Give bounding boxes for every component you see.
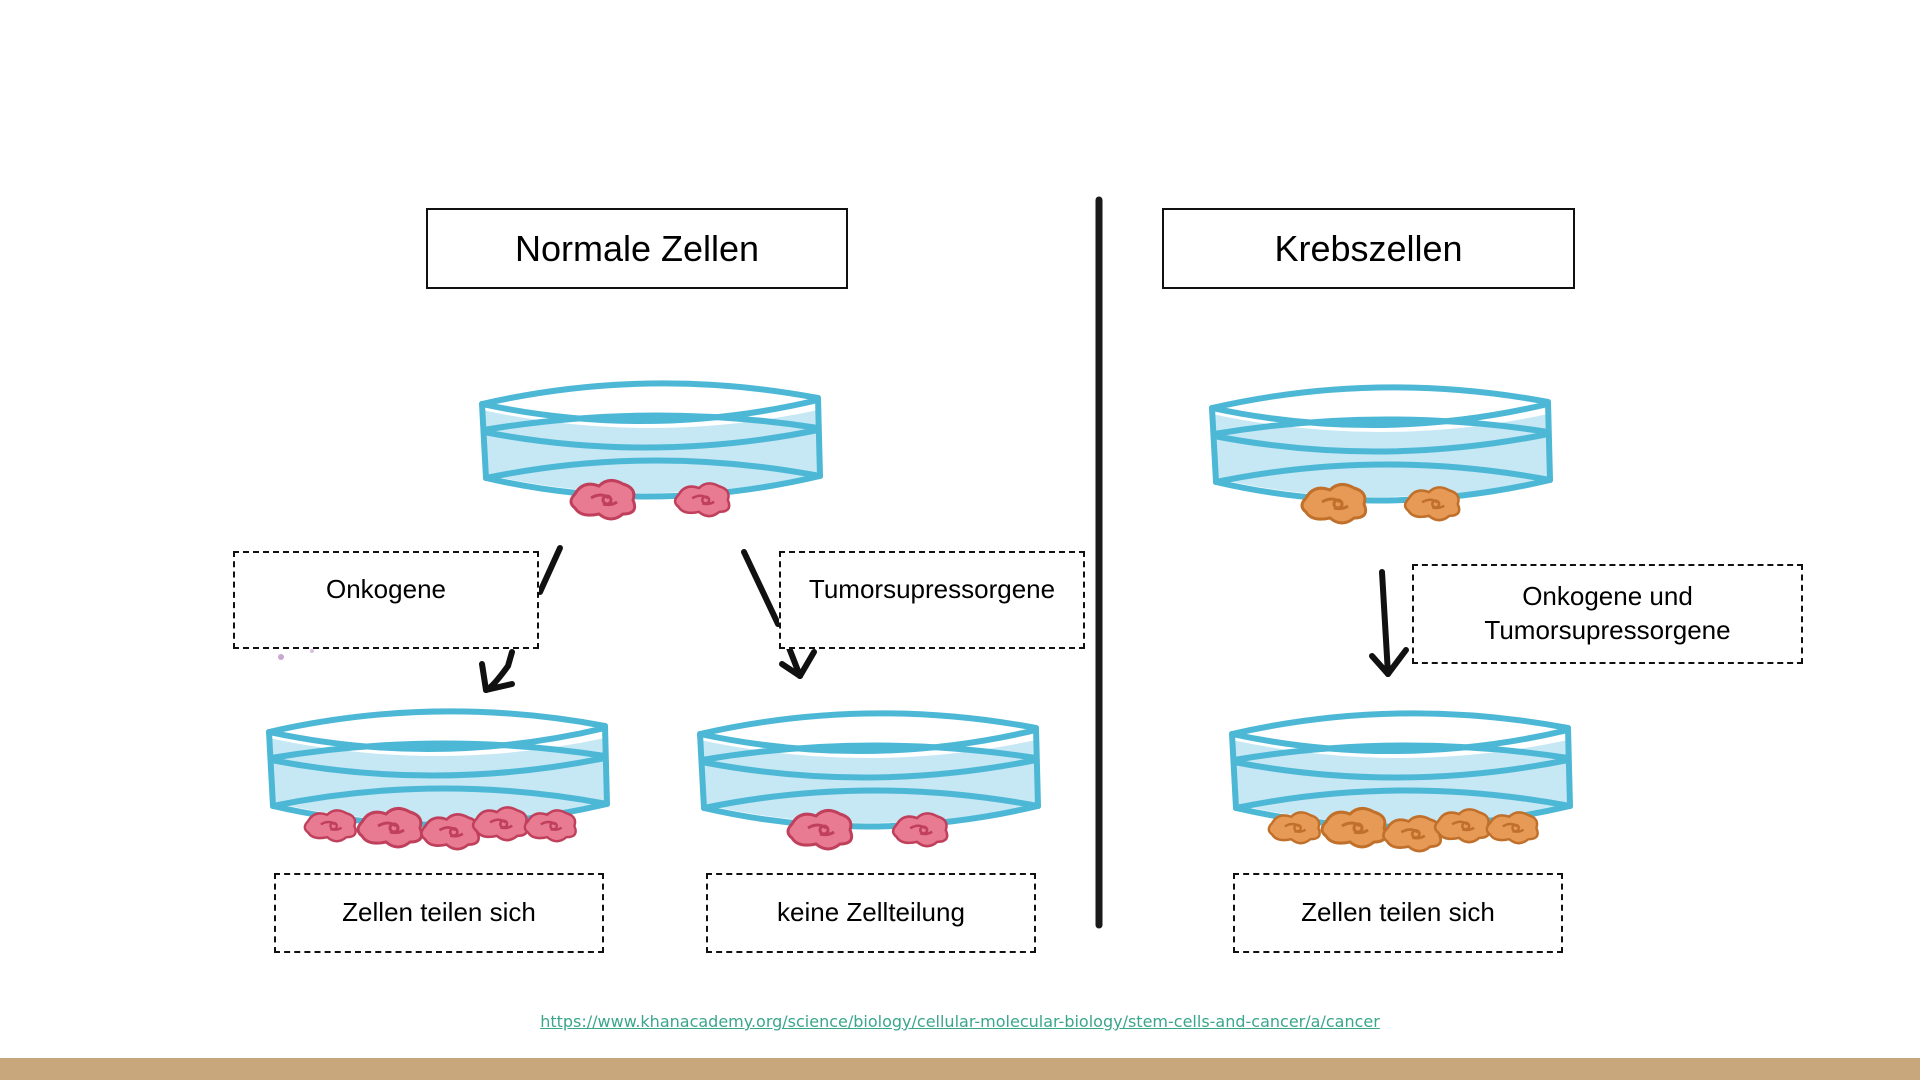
source-link[interactable]: https://www.khanacademy.org/science/biol… — [540, 1012, 1380, 1031]
cell-normal — [786, 808, 854, 851]
petri-dish-normal-no-division — [700, 713, 1038, 826]
cell-normal — [891, 812, 949, 848]
label-tumor-suppressors-text: Tumorsupressorgene — [808, 574, 1056, 604]
cell-normal — [673, 482, 731, 518]
arrow-to-oncogenes — [479, 545, 563, 693]
cell-cancer — [1320, 806, 1388, 849]
bottom-bar — [0, 1058, 1920, 1080]
title-normal-cells: Normale Zellen — [426, 208, 848, 289]
title-normal-cells-text: Normale Zellen — [514, 227, 760, 269]
label-normal-divide-text: Zellen teilen sich — [342, 897, 536, 928]
petri-dish-cancer-divided — [1232, 713, 1570, 826]
cell-normal — [569, 478, 637, 521]
title-cancer-cells: Krebszellen — [1162, 208, 1575, 289]
arrow-cancer-down — [1369, 569, 1409, 677]
cell-cancer — [1267, 811, 1321, 845]
cell-cancer — [1382, 815, 1443, 853]
label-no-division-text: keine Zellteilung — [777, 897, 965, 928]
label-oncogenes: Onkogene — [233, 551, 539, 649]
label-cancer-divide: Zellen teilen sich — [1233, 873, 1563, 953]
cell-normal — [420, 813, 481, 851]
cell-cancer — [1300, 482, 1368, 525]
stray-dot — [278, 654, 284, 660]
petri-dish-normal-divided — [269, 711, 607, 824]
label-cancer-divide-text: Zellen teilen sich — [1301, 897, 1495, 928]
cell-normal — [303, 809, 357, 843]
cell-cancer — [1403, 486, 1461, 522]
cell-normal — [471, 806, 529, 842]
label-tumor-suppressors: Tumorsupressorgene — [779, 551, 1085, 649]
title-cancer-cells-text: Krebszellen — [1274, 227, 1463, 269]
stray-dot — [310, 649, 314, 653]
label-both-genes-text: Onkogene und Tumorsupressorgene — [1484, 581, 1731, 645]
petri-dish-normal-start — [482, 383, 820, 496]
label-oncogenes-text: Onkogene — [326, 574, 446, 604]
label-no-division: keine Zellteilung — [706, 873, 1036, 953]
label-both-genes: Onkogene und Tumorsupressorgene — [1412, 564, 1803, 664]
cell-cancer — [1485, 811, 1539, 845]
cell-normal — [356, 806, 424, 849]
cell-normal — [523, 809, 577, 843]
label-normal-divide: Zellen teilen sich — [274, 873, 604, 953]
cell-cancer — [1433, 808, 1491, 844]
petri-dish-cancer-start — [1212, 387, 1550, 500]
